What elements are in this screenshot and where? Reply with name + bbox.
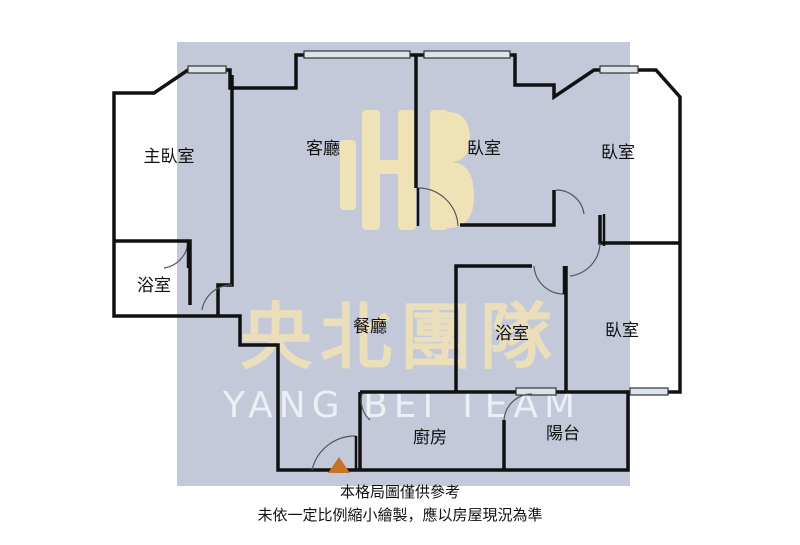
doors xyxy=(163,187,601,471)
room-bedroom-center: 臥室 xyxy=(467,139,501,159)
wall-master-right xyxy=(216,75,234,316)
window-bedroom-right xyxy=(599,65,639,74)
room-bathroom-center: 浴室 xyxy=(495,324,529,344)
door-bedroom-right-bottom xyxy=(569,242,601,277)
door-balcony xyxy=(503,393,533,421)
room-bedroom-right-bottom: 臥室 xyxy=(605,321,639,341)
door-kitchen xyxy=(360,393,371,421)
watermark-brand-cn: 央北團隊 xyxy=(240,294,560,379)
door-master-bedroom xyxy=(201,284,233,311)
room-living: 客廳 xyxy=(306,139,340,159)
door-entrance xyxy=(311,435,357,471)
room-kitchen: 廚房 xyxy=(413,427,447,448)
room-bedroom-right-top: 臥室 xyxy=(601,143,635,163)
outer-wall xyxy=(112,53,682,472)
entrance-triangle-icon xyxy=(328,457,350,473)
hb-logo-icon xyxy=(340,110,474,230)
disclaimer-line-1: 本格局圖僅供參考 xyxy=(339,483,460,501)
window-bathroom xyxy=(515,387,557,396)
door-bedroom-right xyxy=(555,189,585,215)
wall-bathroom-center xyxy=(454,264,532,392)
window-bedroom-right-bottom xyxy=(629,387,669,396)
windows xyxy=(187,50,669,396)
window-bedroom-center xyxy=(423,50,511,59)
room-dining: 餐廳 xyxy=(353,317,387,337)
room-labels: 主臥室 浴室 客廳 臥室 臥室 餐廳 浴室 臥室 廚房 陽台 xyxy=(137,139,639,448)
room-balcony: 陽台 xyxy=(546,424,580,444)
door-bedroom-center xyxy=(417,187,459,227)
door-bathroom-center xyxy=(533,265,565,295)
wall-master-bath-top xyxy=(114,239,192,305)
window-living xyxy=(303,50,411,59)
room-master-bath: 浴室 xyxy=(137,276,171,296)
window-master xyxy=(187,65,227,74)
room-master-bedroom: 主臥室 xyxy=(144,147,195,167)
door-leaves xyxy=(186,188,606,470)
disclaimer-line-2: 未依一定比例縮小繪製，應以房屋現況為準 xyxy=(257,506,543,524)
wall-bedroom-center-bottom xyxy=(460,190,556,227)
